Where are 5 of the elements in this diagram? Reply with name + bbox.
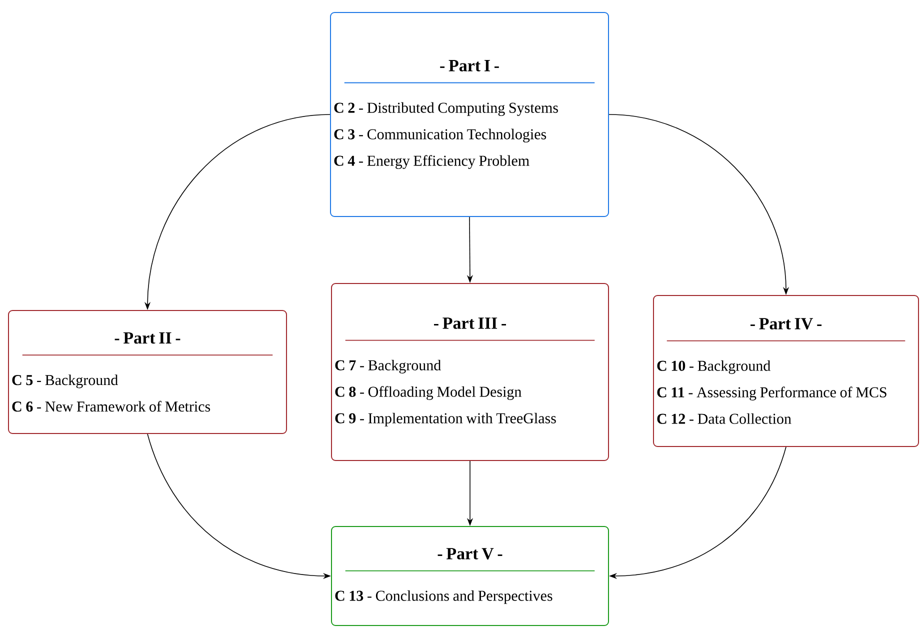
part-box: - Part III - C 7 - Background C 8 - Offloading Model Design C 9 - Implementation with TreeGlass bbox=[331, 283, 609, 461]
part-box: - Part IV - C 10 - Background C 11 - Assessing Performance of MCS C 12 - Data Collection bbox=[653, 295, 920, 447]
part-box: - Part I - C 2 - Distributed Computing Systems C 3 - Communication Technologies C 4 - Energy Efficiency Problem bbox=[330, 12, 609, 217]
part-box: - Part V - C 13 - Conclusions and Perspectives bbox=[331, 526, 609, 626]
part-box: - Part II - C 5 - Background C 6 - New Framework of Metrics bbox=[8, 310, 287, 434]
